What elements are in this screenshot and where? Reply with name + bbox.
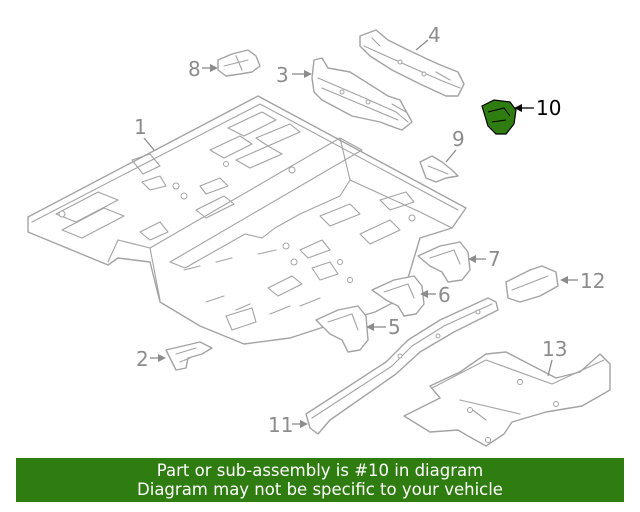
banner-line-1: Part or sub-assembly is #10 in diagram (156, 461, 484, 480)
callout-10: 10 (514, 96, 561, 120)
reinforcement-part-5 (315, 305, 369, 353)
reinforcement-part-6 (371, 275, 425, 317)
rear-frame-part-13 (403, 351, 611, 447)
svg-text:8: 8 (188, 57, 201, 81)
svg-text:12: 12 (580, 269, 605, 293)
callout-13: 13 (542, 337, 567, 377)
cross-member-part-3 (311, 57, 413, 131)
svg-text:7: 7 (488, 247, 501, 271)
info-banner: Part or sub-assembly is #10 in diagram D… (16, 458, 624, 502)
callout-1: 1 (134, 115, 155, 151)
svg-text:13: 13 (542, 337, 567, 361)
callout-8: 8 (188, 57, 218, 81)
svg-text:1: 1 (134, 115, 147, 139)
cross-member-part-4 (359, 29, 465, 97)
callout-3: 3 (276, 63, 312, 87)
svg-text:9: 9 (452, 127, 465, 151)
callout-11: 11 (268, 413, 308, 437)
callout-4: 4 (415, 23, 441, 51)
callout-9: 9 (445, 127, 465, 163)
callout-7: 7 (468, 247, 501, 271)
svg-text:6: 6 (438, 283, 451, 307)
bracket-part-8 (217, 49, 261, 77)
callout-12: 12 (560, 269, 605, 293)
svg-text:2: 2 (136, 347, 149, 371)
floor-pan-part (27, 95, 467, 345)
callout-5: 5 (366, 315, 401, 339)
bracket-part-9 (419, 155, 459, 183)
svg-text:11: 11 (268, 413, 293, 437)
callout-2: 2 (136, 347, 166, 371)
reinforcement-part-7 (417, 241, 471, 283)
svg-text:10: 10 (536, 96, 561, 120)
banner-line-2: Diagram may not be specific to your vehi… (137, 480, 503, 499)
bracket-part-2 (165, 341, 213, 371)
highlighted-part-10 (481, 99, 517, 135)
svg-text:5: 5 (388, 315, 401, 339)
side-rail-part-11 (305, 297, 499, 435)
bracket-part-12 (505, 265, 559, 303)
svg-text:4: 4 (428, 23, 441, 47)
callout-6: 6 (420, 283, 451, 307)
svg-text:3: 3 (276, 63, 289, 87)
